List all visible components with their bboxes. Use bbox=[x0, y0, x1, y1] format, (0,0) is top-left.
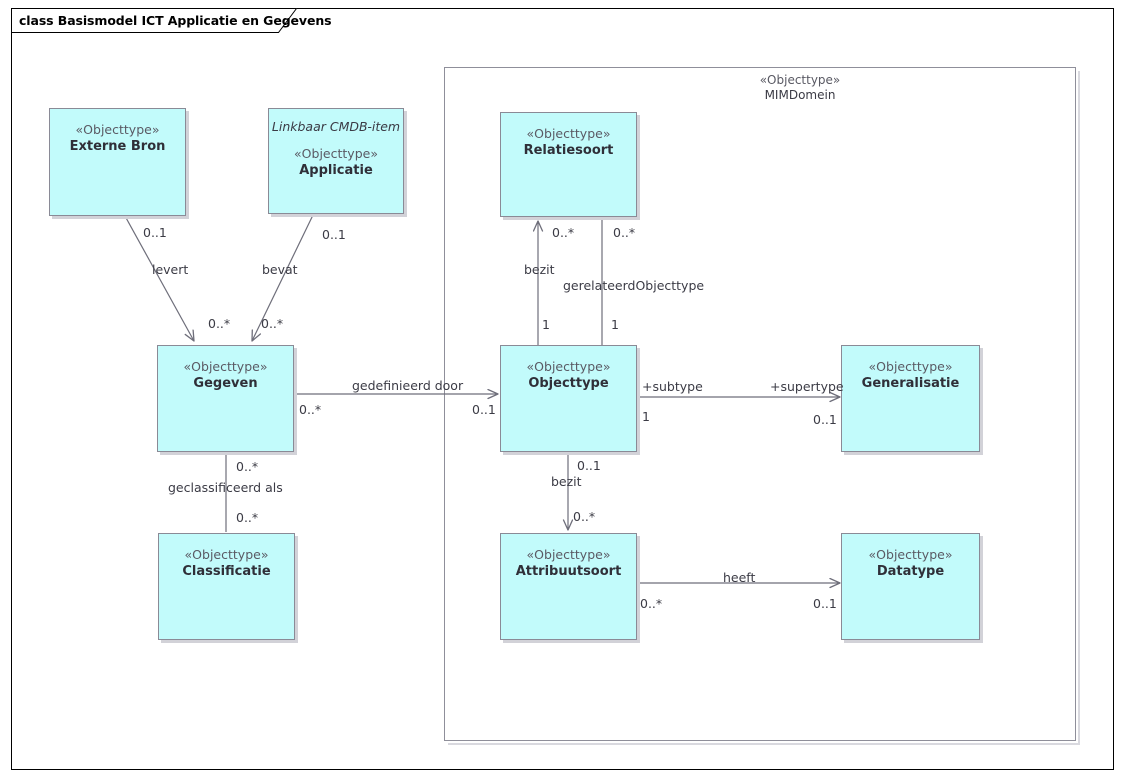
mult-bevat-source: 0..1 bbox=[322, 227, 346, 242]
role-supertype: +supertype bbox=[770, 379, 844, 394]
class-name: Datatype bbox=[876, 564, 945, 579]
class-stereotype: «Objecttype» bbox=[868, 547, 953, 562]
class-classificatie[interactable]: «Objecttype» Classificatie bbox=[158, 533, 295, 640]
class-stereotype: «Objecttype» bbox=[184, 547, 269, 562]
mult-heeft-source: 0..* bbox=[640, 596, 663, 611]
mult-subtype-source: 1 bbox=[642, 409, 650, 424]
class-datatype[interactable]: «Objecttype» Datatype bbox=[841, 533, 980, 640]
mult-bevat-target: 0..* bbox=[261, 316, 284, 331]
class-generalisatie[interactable]: «Objecttype» Generalisatie bbox=[841, 345, 980, 452]
class-stereotype: «Objecttype» bbox=[183, 359, 268, 374]
class-stereotype: «Objecttype» bbox=[526, 126, 611, 141]
package-mimdomein[interactable] bbox=[444, 67, 1076, 741]
diagram-frame bbox=[11, 8, 1114, 770]
label-gerelateerd-objecttype: gerelateerdObjecttype bbox=[563, 278, 705, 293]
class-stereotype: «Objecttype» bbox=[526, 359, 611, 374]
page-title: class Basismodel ICT Applicatie en Gegev… bbox=[19, 13, 332, 28]
mult-levert-source: 0..1 bbox=[143, 225, 167, 240]
package-name: MIMDomein bbox=[764, 88, 836, 102]
label-levert: levert bbox=[152, 262, 189, 277]
class-name: Gegeven bbox=[193, 376, 258, 391]
class-gegeven[interactable]: «Objecttype» Gegeven bbox=[157, 345, 294, 452]
label-geclassificeerd-als: geclassificeerd als bbox=[168, 480, 283, 495]
class-name: Relatiesoort bbox=[523, 143, 614, 158]
mult-bezit-attr-source: 0..1 bbox=[577, 458, 601, 473]
class-pre-name: Linkbaar CMDB-item bbox=[271, 119, 401, 134]
mult-geclassificeerd-target: 0..* bbox=[236, 510, 259, 525]
mult-bezit-rel-source: 1 bbox=[542, 317, 550, 332]
package-stereotype: «Objecttype» bbox=[759, 73, 841, 87]
label-bezit-attribuutsoort: bezit bbox=[551, 474, 582, 489]
class-applicatie[interactable]: Linkbaar CMDB-item «Objecttype» Applicat… bbox=[268, 108, 404, 214]
role-subtype: +subtype bbox=[642, 379, 703, 394]
class-stereotype: «Objecttype» bbox=[526, 547, 611, 562]
class-stereotype: «Objecttype» bbox=[75, 122, 160, 137]
diagram-title-tab: class Basismodel ICT Applicatie en Gegev… bbox=[11, 8, 332, 33]
class-name: Objecttype bbox=[528, 376, 609, 391]
class-externe-bron[interactable]: «Objecttype» Externe Bron bbox=[49, 108, 186, 216]
class-attribuutsoort[interactable]: «Objecttype» Attribuutsoort bbox=[500, 533, 637, 640]
mult-geclassificeerd-source: 0..* bbox=[236, 459, 259, 474]
label-heeft: heeft bbox=[723, 570, 756, 585]
mult-levert-target: 0..* bbox=[208, 316, 231, 331]
label-bezit-relatiesoort: bezit bbox=[524, 262, 555, 277]
class-relatiesoort[interactable]: «Objecttype» Relatiesoort bbox=[500, 112, 637, 217]
package-mimdomein-label: «Objecttype» MIMDomein bbox=[640, 73, 960, 103]
mult-gerelateerd-source: 1 bbox=[611, 317, 619, 332]
mult-subtype-target: 0..1 bbox=[813, 412, 837, 427]
mult-gedefinieerd-source: 0..* bbox=[299, 402, 322, 417]
class-name: Classificatie bbox=[182, 564, 271, 579]
label-bevat: bevat bbox=[262, 262, 298, 277]
tab-shape-icon bbox=[11, 8, 297, 33]
class-name: Attribuutsoort bbox=[515, 564, 622, 579]
class-stereotype: «Objecttype» bbox=[868, 359, 953, 374]
mult-gedefinieerd-target: 0..1 bbox=[472, 402, 496, 417]
mult-heeft-target: 0..1 bbox=[813, 596, 837, 611]
label-gedefinieerd-door: gedefinieerd door bbox=[352, 378, 464, 393]
mult-bezit-rel-target: 0..* bbox=[552, 225, 575, 240]
mult-gerelateerd-target: 0..* bbox=[613, 225, 636, 240]
class-name: Generalisatie bbox=[861, 376, 960, 391]
class-name: Externe Bron bbox=[69, 139, 166, 154]
class-stereotype: «Objecttype» bbox=[294, 146, 378, 161]
class-objecttype[interactable]: «Objecttype» Objecttype bbox=[500, 345, 637, 452]
class-name: Applicatie bbox=[299, 163, 373, 178]
mim-container-shadow bbox=[448, 71, 1080, 745]
mult-bezit-attr-target: 0..* bbox=[573, 509, 596, 524]
